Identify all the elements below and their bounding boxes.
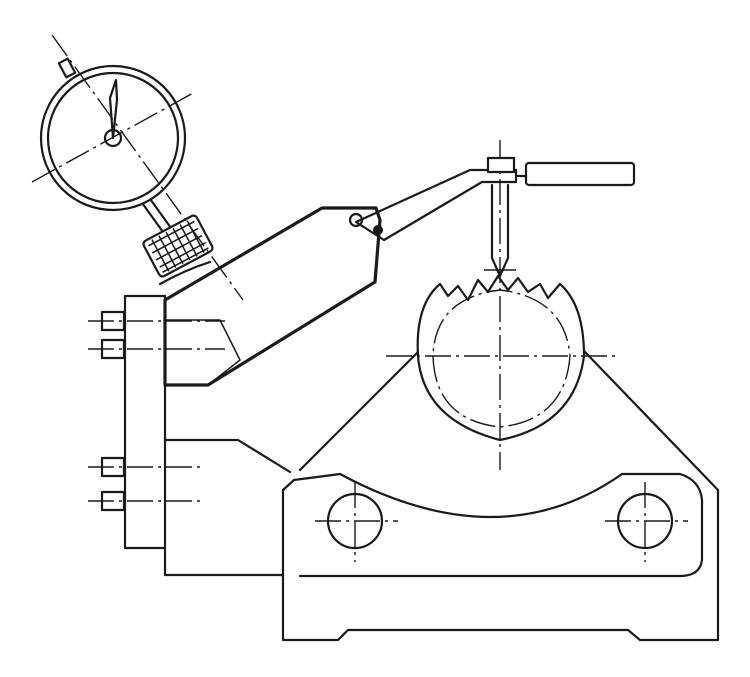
mount-hole-left: [315, 482, 398, 562]
indicator-arm-housing: [163, 206, 382, 387]
knurled-clamp: [142, 214, 214, 278]
contact-probe: [484, 156, 516, 278]
dial-indicator: [31, 34, 244, 301]
probe-lever: [348, 161, 636, 242]
splined-shaft: [386, 140, 616, 470]
base-block: [281, 350, 720, 642]
mount-hole-right: [605, 482, 688, 562]
stand-column: [88, 294, 292, 577]
